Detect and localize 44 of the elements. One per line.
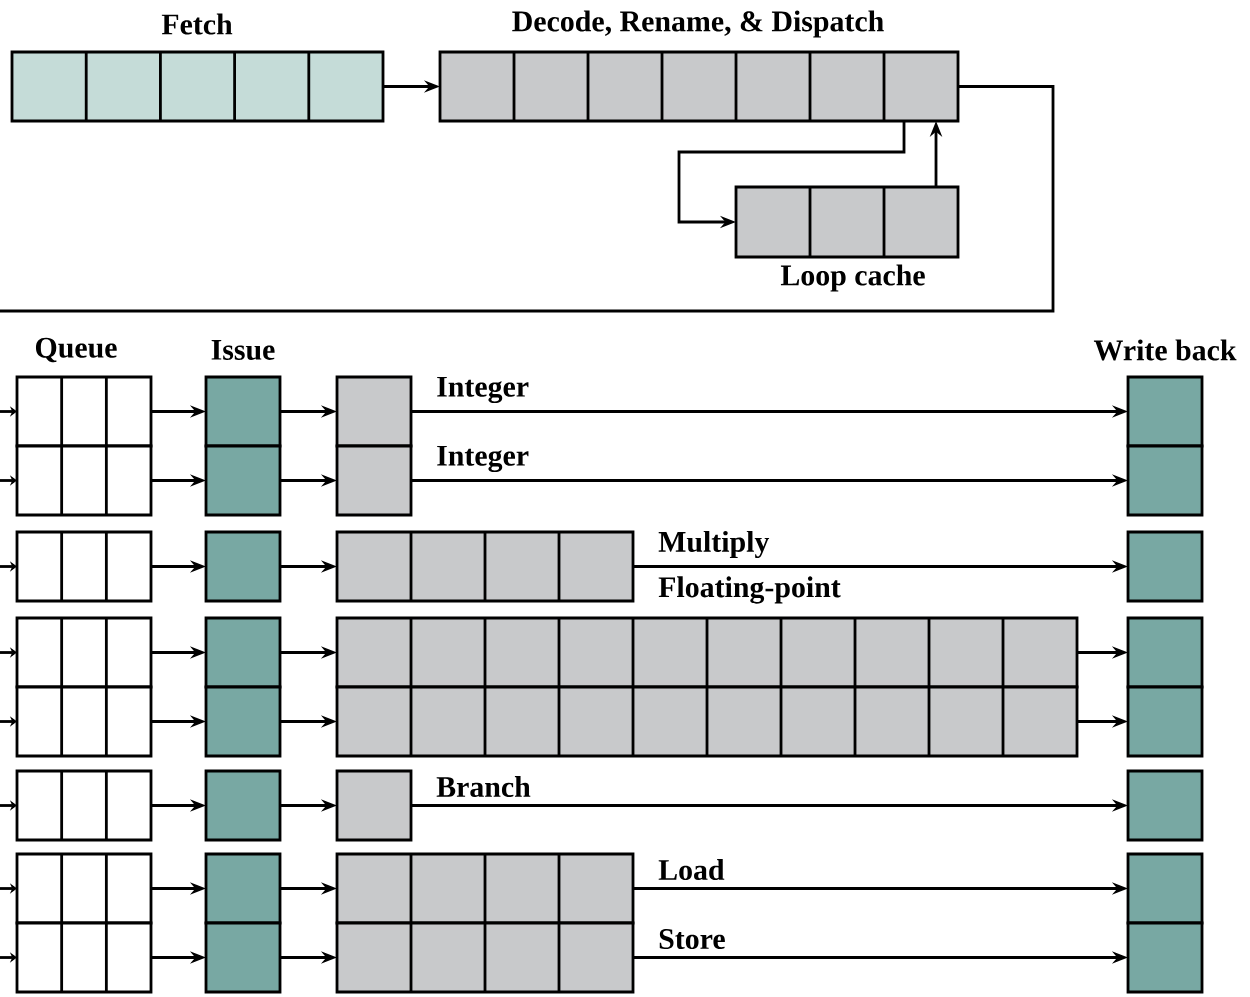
queue-box xyxy=(15,921,153,994)
queue-box xyxy=(15,616,153,689)
write-back-box xyxy=(1126,852,1204,925)
write-back-box xyxy=(1126,685,1204,758)
execution-unit-box xyxy=(335,375,413,448)
edge-label: Load xyxy=(656,857,727,882)
edge-label: Multiply xyxy=(656,529,772,560)
issue-box xyxy=(204,685,282,758)
execution-unit-box xyxy=(335,769,413,842)
execution-unit-box xyxy=(335,921,635,994)
execution-unit-box xyxy=(335,444,413,517)
issue-box xyxy=(204,530,282,603)
edge-label: Store xyxy=(656,927,728,951)
edge-label: Branch xyxy=(434,774,533,799)
stage-label: Loop cache xyxy=(780,264,925,292)
stage-label: Decode, Rename, & Dispatch xyxy=(512,10,884,38)
issue-box xyxy=(204,444,282,517)
column-heading: Queue xyxy=(35,337,117,363)
stage-label: Fetch xyxy=(161,13,233,35)
queue-box xyxy=(15,769,153,842)
queue-box xyxy=(15,530,153,603)
queue-box xyxy=(15,375,153,448)
issue-box xyxy=(204,921,282,994)
queue-box xyxy=(15,852,153,925)
queue-box xyxy=(15,444,153,517)
execution-unit-box xyxy=(335,530,635,603)
write-back-box xyxy=(1126,444,1204,517)
write-back-box xyxy=(1126,921,1204,994)
issue-box xyxy=(204,769,282,842)
write-back-box xyxy=(1126,375,1204,448)
issue-box xyxy=(204,852,282,925)
column-heading: Write back xyxy=(1093,339,1237,361)
write-back-box xyxy=(1126,530,1204,603)
edge-label: Integer xyxy=(434,444,531,474)
execution-unit-box xyxy=(335,852,635,925)
issue-box xyxy=(204,375,282,448)
stage-label: Floating-point xyxy=(658,576,841,604)
edge-label: Integer xyxy=(434,375,531,405)
execution-unit-box xyxy=(335,685,1079,758)
write-back-box xyxy=(1126,769,1204,842)
queue-box xyxy=(15,685,153,758)
write-back-box xyxy=(1126,616,1204,689)
column-heading: Issue xyxy=(211,340,275,360)
issue-box xyxy=(204,616,282,689)
